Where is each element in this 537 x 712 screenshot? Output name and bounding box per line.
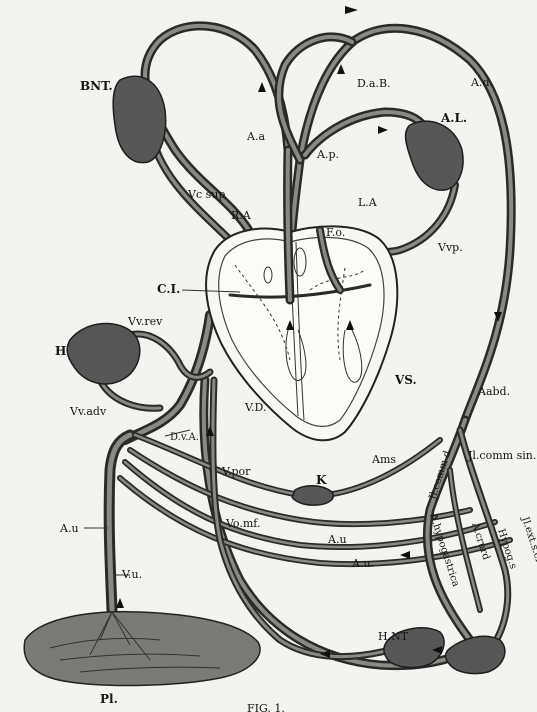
label-ra: R.A xyxy=(231,209,252,222)
label-dva: D.v.A. xyxy=(170,432,199,443)
label-pl: Pl. xyxy=(100,692,118,706)
label-vv-rev: Vv.rev xyxy=(127,315,163,328)
label-vpor: V.por xyxy=(221,465,251,478)
label-vc-sup: Vc sup xyxy=(187,188,225,201)
organ-lung xyxy=(406,121,464,190)
label-ams: Ams xyxy=(371,453,396,466)
label-au-upper: A.u xyxy=(327,533,347,546)
heart xyxy=(206,150,397,440)
label-au-lower: A.u. xyxy=(351,557,374,570)
figure-caption: FIG. 1. xyxy=(247,702,285,712)
organ-placenta xyxy=(24,612,260,686)
label-vd: V.D. xyxy=(244,401,266,414)
arrow-up-1 xyxy=(258,82,266,92)
label-jlext: Jl.ext.s.cruris xyxy=(519,515,537,583)
arrow-up-2 xyxy=(337,64,345,74)
arrow-left-3 xyxy=(400,551,410,559)
vessel-brachiocephalic xyxy=(145,26,288,232)
label-hnt: H.NT xyxy=(378,630,409,643)
label-aa: A.a xyxy=(246,130,265,143)
label-au-left: A.u xyxy=(59,522,79,535)
label-ci: C.I. xyxy=(157,282,180,296)
organ-liver xyxy=(67,324,140,384)
label-ad: A.d. xyxy=(470,76,493,89)
label-h: H xyxy=(55,344,66,358)
label-vomf: Vo.mf. xyxy=(225,517,260,530)
label-k: K xyxy=(316,473,327,487)
organ-head-bnt xyxy=(113,76,165,162)
label-bnt: BNT. xyxy=(80,79,113,93)
label-la: L.A xyxy=(358,196,378,209)
label-vs: VS. xyxy=(394,373,417,387)
organ-kidney xyxy=(292,486,333,505)
arrow-top xyxy=(345,6,358,14)
label-vu: V.u. xyxy=(121,568,142,581)
label-al: A.L. xyxy=(440,111,467,125)
label-jlcomm-sin: Jl.comm sin. xyxy=(467,449,536,462)
label-fo: F.o. xyxy=(326,226,345,239)
organ-hnt-right xyxy=(446,636,505,673)
label-ap: A.p. xyxy=(316,148,339,161)
label-vvp: Vvp. xyxy=(437,241,463,254)
label-dab: D.a.B. xyxy=(357,77,391,90)
arrow-right-1 xyxy=(378,126,388,134)
label-aabd: Aabd. xyxy=(477,385,510,398)
label-vv-adv: Vv.adv xyxy=(69,405,107,418)
